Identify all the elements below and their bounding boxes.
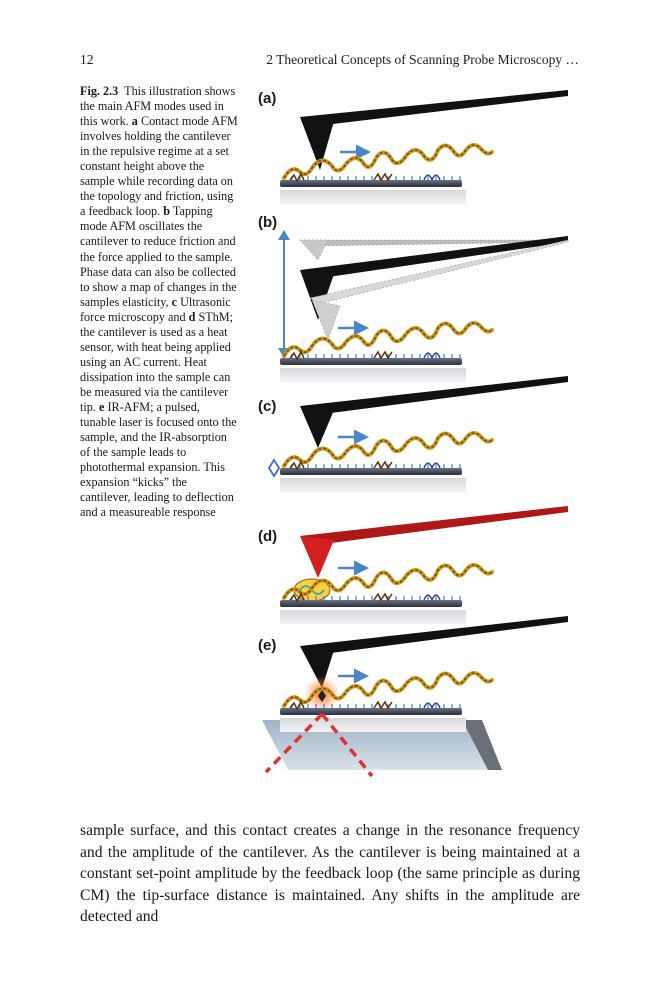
panel-a-label: (a): [258, 90, 277, 107]
figure-drawing: [262, 90, 569, 778]
panel-d: [280, 506, 568, 624]
panel-c: [267, 376, 568, 492]
figure-caption: Fig. 2.3 This illustration shows the mai…: [80, 84, 238, 520]
panel-a: [280, 90, 568, 204]
caption-d-label: d: [188, 309, 196, 324]
afm-modes-figure: (a) (b) (c) (d) (e): [252, 84, 582, 784]
panel-e-label: (e): [258, 637, 277, 654]
panel-b-label: (b): [258, 214, 278, 231]
caption-a-label: a: [131, 114, 138, 129]
caption-c-label: c: [171, 294, 178, 309]
caption-b-text: Tapping mode AFM oscillates the cantilev…: [80, 204, 237, 309]
page-number: 12: [80, 52, 94, 67]
panel-d-label: (d): [258, 528, 278, 545]
caption-d-text: SThM; the cantilever is used as a heat s…: [80, 309, 234, 414]
panel-e: [262, 616, 568, 778]
caption-e-text: IR-AFM; a pulsed, tunable laser is focus…: [80, 399, 237, 520]
panel-b: [278, 230, 569, 382]
caption-b-label: b: [163, 204, 171, 219]
caption-intro: This illustration shows the main AFM mod…: [80, 84, 236, 129]
figure-label: Fig. 2.3: [80, 84, 119, 98]
running-head: 2 Theoretical Concepts of Scanning Probe…: [266, 52, 579, 67]
body-paragraph: sample surface, and this contact creates…: [80, 822, 580, 925]
panel-c-label: (c): [258, 398, 277, 415]
caption-c-text: Ultrasonic force microscopy and: [80, 294, 231, 324]
caption-a-text: Contact mode AFM involves holding the ca…: [80, 114, 238, 219]
caption-e-label: e: [98, 399, 105, 414]
